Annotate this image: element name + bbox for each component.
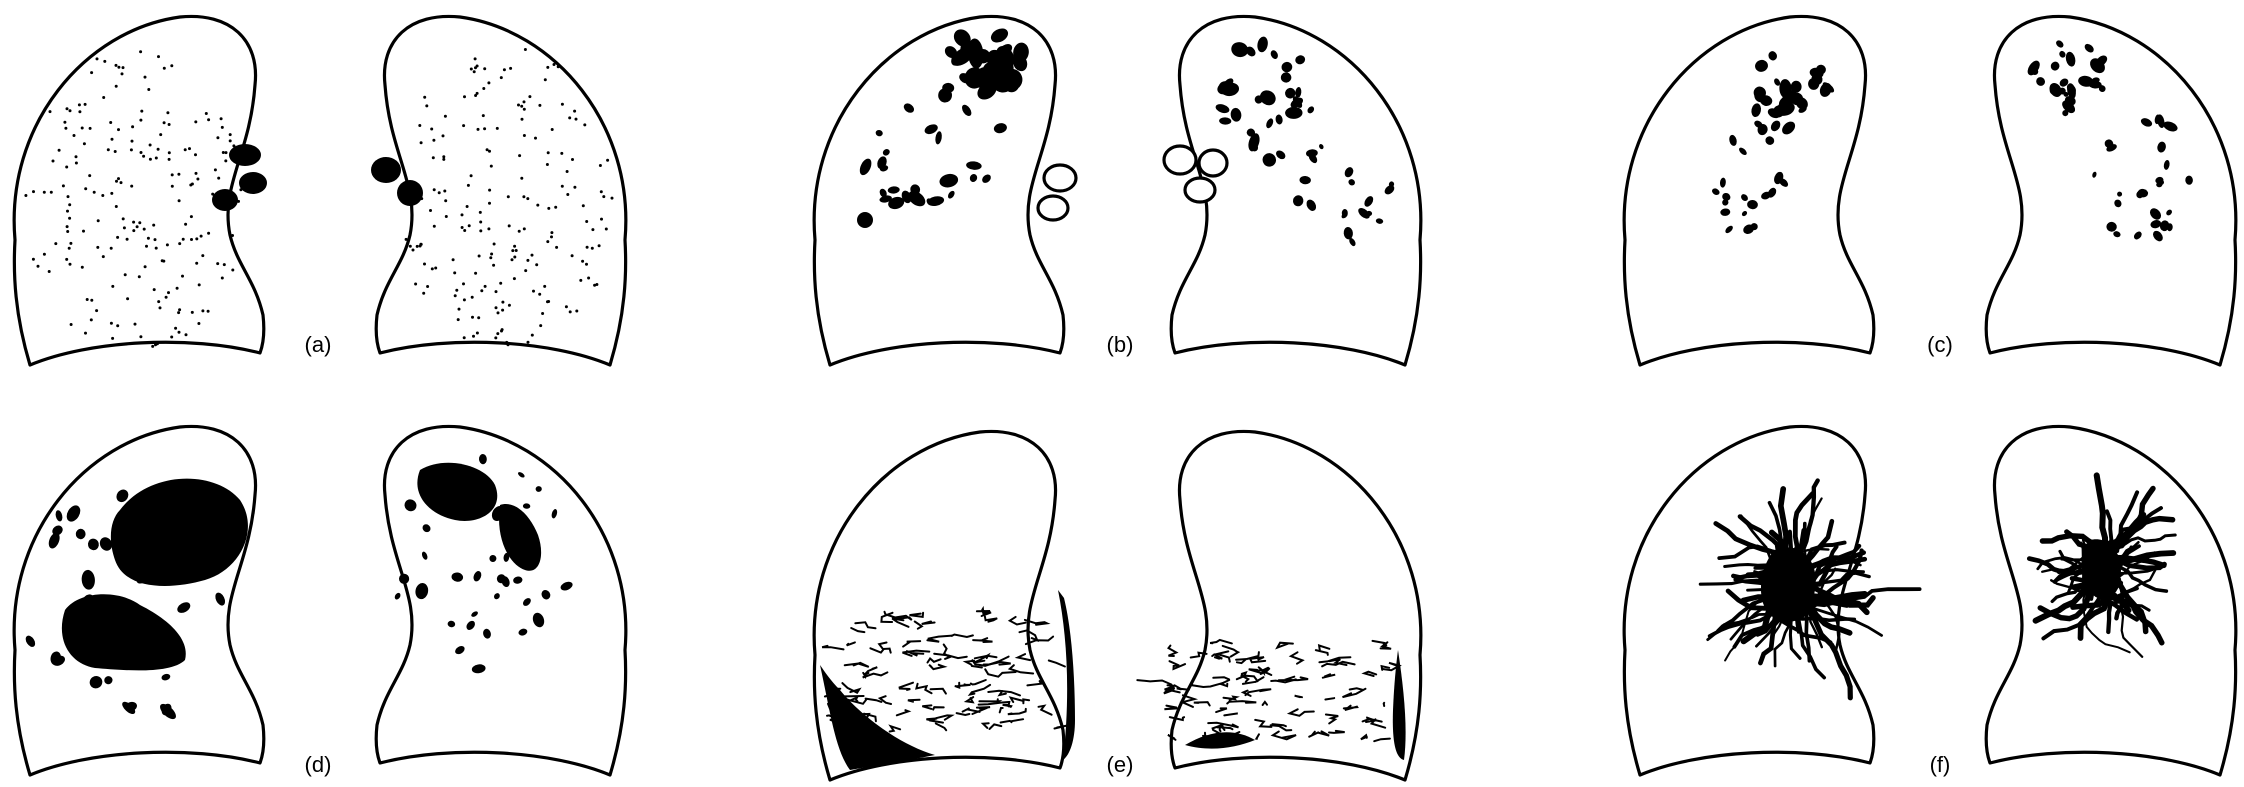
- panel-label-a: (a): [305, 332, 332, 357]
- left-lung-d: [14, 426, 264, 775]
- panel-label-f: (f): [1930, 752, 1951, 777]
- panel-label-c: (c): [1927, 332, 1953, 357]
- eggshell-node: [1199, 150, 1227, 176]
- hilar-node: [397, 180, 423, 206]
- hilar-node: [371, 157, 401, 183]
- panel-label-e: (e): [1107, 752, 1134, 777]
- right-lung-d: [376, 426, 626, 775]
- left-lung-b: [814, 16, 1064, 365]
- eggshell-node: [1164, 146, 1196, 174]
- right-lung-c: [1986, 16, 2236, 365]
- eggshell-node: [1185, 178, 1215, 202]
- hilar-node: [229, 144, 261, 166]
- hilar-node: [212, 189, 238, 211]
- hilar-node: [239, 172, 267, 194]
- eggshell-node: [1044, 165, 1076, 191]
- left-lung-c: [1624, 16, 1874, 365]
- eggshell-node: [1038, 196, 1068, 220]
- panel-label-d: (d): [305, 752, 332, 777]
- panel-label-b: (b): [1107, 332, 1134, 357]
